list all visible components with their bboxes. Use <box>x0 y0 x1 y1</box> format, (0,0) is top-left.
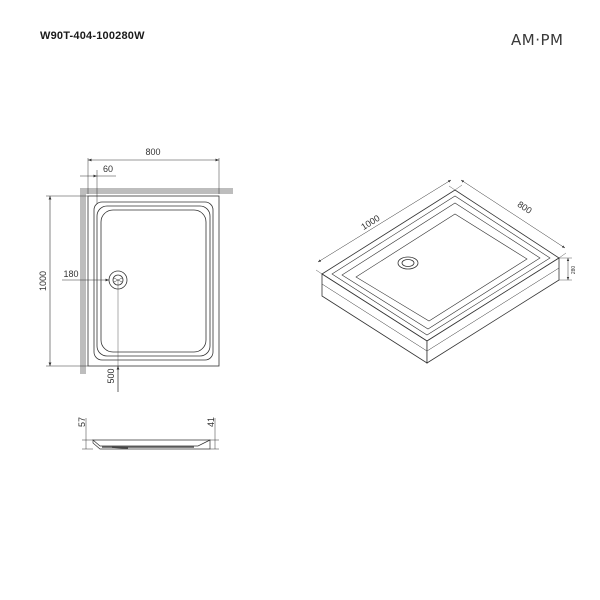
wall-shade-top <box>80 188 233 194</box>
tray-inner-rim <box>96 205 211 357</box>
tray-basin <box>100 209 207 353</box>
top-length-label: 1000 <box>38 271 48 291</box>
model-code: W90T-404-100280W <box>40 30 145 42</box>
tray-rim <box>93 201 214 361</box>
side-inner-height-label: 41 <box>206 417 216 427</box>
brand-logo: AM·PM <box>511 31 564 49</box>
iso-length-label: 1000 <box>359 213 381 232</box>
tray-outline <box>87 195 220 367</box>
iso-view <box>315 179 572 364</box>
top-drain-y-label: 500 <box>106 368 116 383</box>
iso-width-dim-line <box>460 179 566 249</box>
iso-width-label: 800 <box>516 199 534 216</box>
top-inset-label: 60 <box>103 164 113 174</box>
iso-height-label: 280 <box>571 266 577 275</box>
top-view <box>46 158 233 392</box>
iso-length-dim-line <box>317 179 452 263</box>
top-drain-x-label: 180 <box>63 269 78 279</box>
side-view <box>82 418 219 450</box>
side-height-label: 57 <box>77 417 87 427</box>
wall-shade-left <box>80 188 86 374</box>
top-width-label: 800 <box>145 147 160 157</box>
